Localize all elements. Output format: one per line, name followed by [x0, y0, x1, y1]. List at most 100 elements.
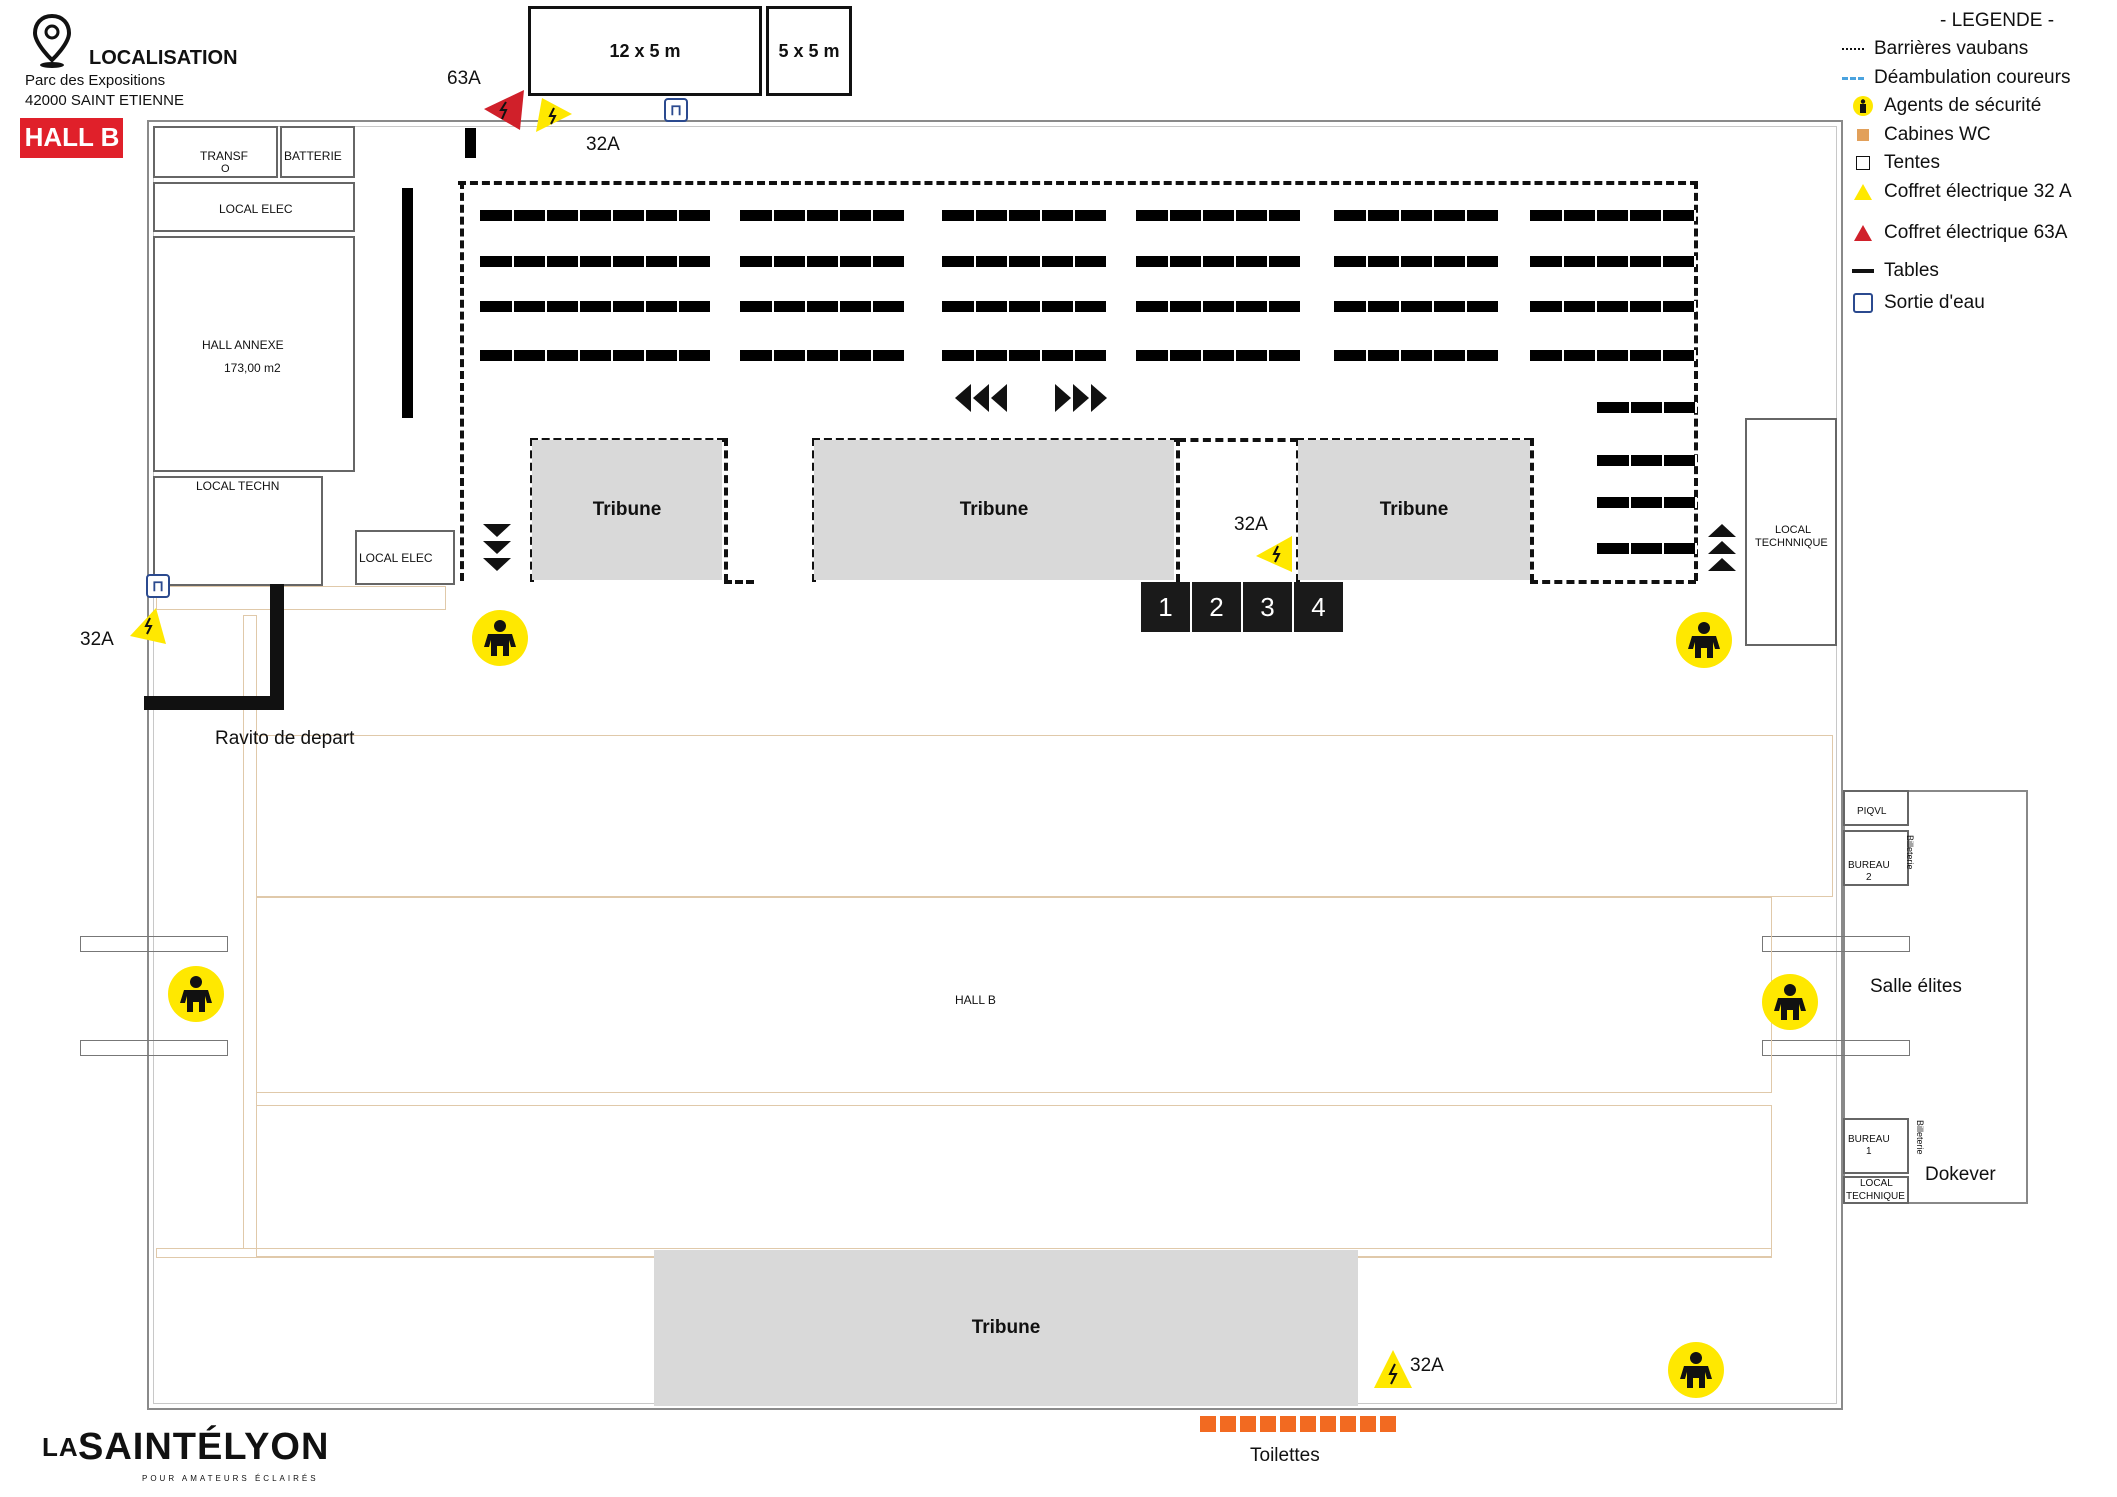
legend-item-label: Déambulation coureurs [1874, 67, 2071, 88]
table [1136, 256, 1302, 267]
power-32a-bottom-label: 32A [1410, 1355, 1444, 1376]
legend-item: Cabines WC [1852, 124, 1991, 146]
table-vertical-left [402, 188, 413, 418]
barrier-middle-gap [1178, 438, 1298, 442]
room-bureau-1-label-2: 1 [1866, 1146, 1872, 1157]
table [1530, 256, 1696, 267]
room-local-elec-top [153, 182, 355, 232]
room-transf-symbol: O [221, 163, 230, 175]
dokever-label: Dokever [1925, 1164, 1996, 1185]
room-local-elec-side-label: LOCAL ELEC [359, 551, 433, 565]
legend-item-label: Coffret électrique 32 A [1884, 181, 2072, 202]
left-canopy-top [80, 936, 228, 952]
wc-cabin [1280, 1416, 1296, 1432]
dotted-line-icon [1842, 48, 1864, 50]
legend-item: Sortie d'eau [1852, 292, 1985, 314]
security-agent-icon [1852, 96, 1874, 116]
water-outlet-icon [1852, 293, 1874, 313]
table [1597, 497, 1697, 508]
room-bureau-2-label-2: 2 [1866, 872, 1872, 883]
barrier-right [1694, 181, 1698, 581]
start-box-3: 3 [1243, 582, 1294, 632]
legend-item-label: Agents de sécurité [1884, 95, 2042, 116]
table [1597, 402, 1697, 413]
logo-tagline: POUR AMATEURS ÉCLAIRÉS [142, 1474, 319, 1483]
power-32a-left-icon [128, 606, 168, 646]
hall-badge-label: HALL B [24, 122, 120, 152]
table-marker-top [465, 128, 476, 158]
salle-elites-label: Salle élites [1870, 976, 1962, 997]
address-line-2: 42000 SAINT ETIENNE [25, 92, 184, 109]
wc-cabin [1220, 1416, 1236, 1432]
legend-item-label: Sortie d'eau [1884, 292, 1985, 313]
table [1334, 256, 1500, 267]
legend-item: Tables [1852, 260, 1939, 282]
wc-cabin [1320, 1416, 1336, 1432]
tent-12x5: 12 x 5 m [528, 6, 762, 96]
security-agent-icon [1676, 612, 1732, 668]
room-bureau-1 [1843, 1118, 1909, 1174]
room-hall-annexe-label: HALL ANNEXE [202, 338, 284, 352]
legend-item-label: Coffret électrique 63A [1884, 222, 2068, 243]
wc-cabin [1360, 1416, 1376, 1432]
power-32a-left-label: 32A [80, 629, 114, 650]
legend-item: Tentes [1852, 152, 1940, 174]
water-outlet-icon: ⊓ [146, 574, 170, 598]
left-canopy-bottom [80, 1040, 228, 1056]
room-billeterie-bottom-label: Billeterie [1915, 1120, 1925, 1155]
room-local-technique-right-label-1: LOCAL [1775, 524, 1812, 536]
right-canopy-top [1762, 936, 1910, 952]
wc-cabin [1260, 1416, 1276, 1432]
barrier-top [458, 181, 1698, 185]
wc-cabin [1240, 1416, 1256, 1432]
table [1530, 301, 1696, 312]
ravito-tables [144, 584, 288, 710]
table-icon [1852, 269, 1874, 273]
wc-cabin [1200, 1416, 1216, 1432]
legend-title: - LEGENDE - [1940, 10, 2055, 31]
toilettes-label: Toilettes [1250, 1445, 1320, 1466]
legend-item: Barrières vaubans [1842, 38, 2028, 60]
tribune-3-label: Tribune [1379, 499, 1449, 520]
power-32a-mid-label: 32A [1234, 514, 1268, 535]
logo-name: SAINTÉLYON [78, 1426, 330, 1468]
right-canopy-bottom [1762, 1040, 1910, 1056]
corridor-left-vertical [243, 615, 257, 1249]
start-box-2: 2 [1192, 582, 1243, 632]
tribune-1: Tribune [532, 440, 722, 580]
power-32a-icon [1852, 183, 1874, 201]
tent-icon [1852, 156, 1874, 170]
legend-item-label: Tables [1884, 260, 1939, 281]
location-pin-icon [32, 13, 72, 70]
tent-5x5-label: 5 x 5 m [778, 40, 840, 61]
ravito-label: Ravito de depart [215, 728, 355, 749]
room-batterie-label: BATTERIE [284, 149, 342, 163]
room-local-elec-top-label: LOCAL ELEC [219, 202, 293, 216]
tribune-4: Tribune [654, 1250, 1358, 1406]
table [1597, 543, 1697, 554]
room-local-techn-label: LOCAL TECHN [196, 479, 280, 493]
table [942, 301, 1108, 312]
barrier-tribune-3-right [1530, 438, 1534, 582]
legend-item: Coffret électrique 32 A [1852, 181, 2072, 203]
table [480, 350, 712, 361]
legend-item: Coffret électrique 63A [1852, 222, 2067, 244]
power-63a-icon [1852, 224, 1874, 242]
room-local-technique-right [1745, 418, 1837, 646]
hall-b-outer-wall [147, 120, 1843, 1410]
legend-item-label: Tentes [1884, 152, 1940, 173]
room-bureau-1-label-1: BUREAU [1848, 1134, 1890, 1145]
start-box-4: 4 [1294, 582, 1345, 632]
security-agent-icon [1668, 1342, 1724, 1398]
wc-cabin [1300, 1416, 1316, 1432]
tribune-3: Tribune [1298, 440, 1530, 580]
table [1530, 350, 1696, 361]
room-local-technique-bottom-label-2: TECHNIQUE [1846, 1191, 1905, 1202]
table [740, 350, 906, 361]
room-local-technique-bottom [1843, 1176, 1909, 1204]
salle-elites-annex [1843, 790, 2028, 1204]
barrier-tribune-2-right [1176, 438, 1180, 582]
room-piqvl [1843, 790, 1909, 826]
room-piqvl-label: PIQVL [1857, 806, 1887, 817]
power-32a-mid-icon [1254, 534, 1294, 574]
